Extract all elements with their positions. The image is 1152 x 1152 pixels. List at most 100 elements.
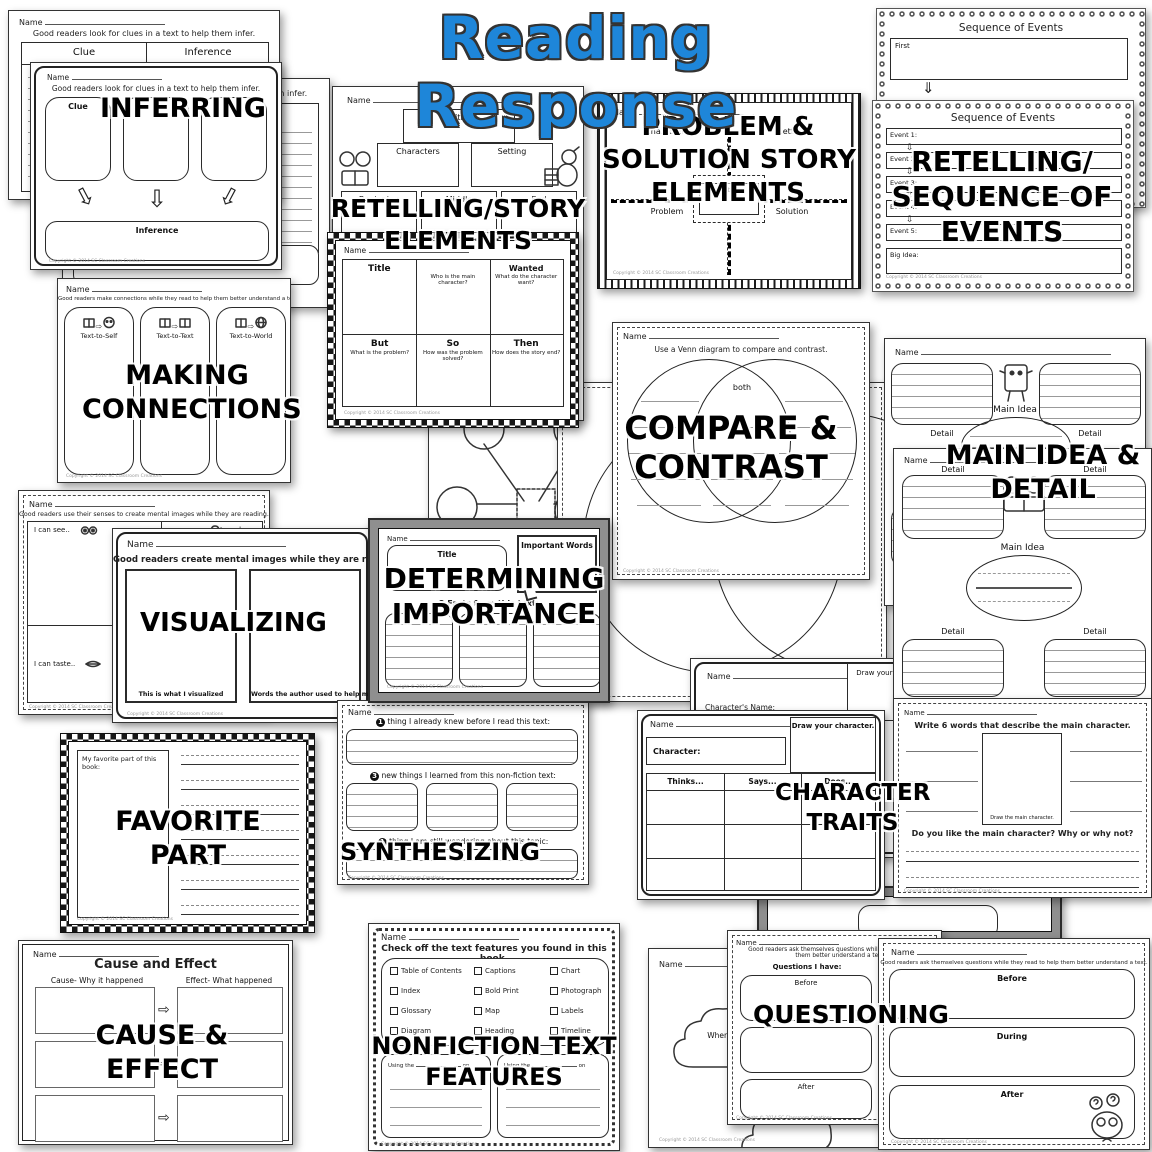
name-label: Name [895,348,919,357]
name-label: Name [47,73,70,82]
first-label: First [895,42,910,50]
questions-column-header: Questions I have: [772,963,842,971]
visualized-caption: This is what I visualized [138,691,224,698]
name-row: Name [348,707,455,717]
i-can-taste-label: I can taste.. [34,660,76,668]
name-row: Name [895,347,1112,357]
wanted-header: Wanted [508,264,544,273]
after-box: After [740,1079,872,1119]
label-line: Making [125,360,249,391]
thinks-header: Thinks... [667,777,704,786]
name-line [45,17,166,25]
name-label: Name [891,948,915,957]
using-the-box-1: Using the on [381,1054,491,1138]
fact-box-1 [385,613,453,687]
down-arrow-icon: ⇩ [147,185,168,213]
down-arrow-icon: ⇩ [69,179,101,215]
name-label: Name [707,672,731,681]
globe-icon [255,316,268,329]
name-label: Name [736,939,757,947]
text-to-world-label: Text-to-World [229,332,273,340]
label-line: Connections [82,394,302,425]
sequence-front-pane: Sequence of Events Event 1: ⇩ Event 2: ⇩… [882,110,1124,282]
label-line: Favorite [115,806,261,837]
learn-box-1 [346,783,418,831]
before-label: Before [997,974,1027,983]
setting-label: Setting [777,127,807,136]
feature-label: Diagram [401,1027,432,1035]
like-question: Do you like the main character? Why or w… [911,829,1134,838]
feature-item: Timeline [550,1027,591,1035]
copyright: Copyright © 2014 SC Classroom Creations [344,411,440,416]
name-row: Name [381,932,519,943]
title-box-label: Title [437,550,457,559]
book-icon [82,318,95,328]
detail-box-bottom-right [1044,639,1146,697]
name-line [649,331,780,339]
detail-caption-br: Detail [1083,627,1107,636]
feature-label: Captions [485,967,516,975]
caption: Use a Venn diagram to compare and contra… [654,345,828,354]
character-label: Character: [653,747,701,756]
using-the-row: Using the on [504,1061,586,1069]
text-to-self-column: ⇨ Text-to-Self [64,307,134,475]
detail-caption-tr: Detail [1078,429,1102,438]
name-line [926,707,1037,715]
after-label: After [1000,1090,1024,1099]
text-to-text-column: ⇨ Text-to-Text [140,307,210,475]
effect-box-1 [177,987,283,1034]
name-label: Name [127,540,154,550]
down-arrow-icon: ⇩ [213,179,245,215]
effect-box-2 [177,1041,283,1088]
first-box: First [890,38,1128,80]
does-header: Does... [824,777,854,786]
title-header: Title [367,264,391,274]
know-box [346,729,578,765]
label-making-connections: MakingConnections [82,360,302,430]
label-line: Features [425,1063,563,1091]
importance-pane: Name Title Important Words 3 Facts from … [378,528,600,693]
somebody-sub: Who is the main character? [430,274,476,286]
feature-label: Labels [561,1007,584,1015]
feature-item: Photograph [550,987,601,995]
event-3-label: Event 3: [890,179,918,187]
character-name-label: Character's Name: [705,703,776,712]
worksheet-main-idea-front: Name Detail Detail Main Idea Detail Deta… [893,448,1152,708]
copyright: Copyright © 2014 SC Classroom Creations [623,569,719,574]
blank-line [531,1061,577,1067]
name-row: Name [623,331,780,341]
caption: Good readers create mental images while … [113,555,372,565]
checkbox-icon [550,987,558,995]
draw-main-character-box: Draw the main character. [982,733,1062,825]
checkbox-icon [474,987,482,995]
feature-label: Chart [561,967,581,975]
label-line: Traits [806,810,899,836]
name-line [917,947,1028,955]
feature-item: Captions [474,967,516,975]
label-line: Visualizing [140,608,327,638]
kids-clipart [1003,476,1045,512]
name-row: Name [736,937,839,947]
checkbox-icon [474,1007,482,1015]
worksheet-somebody-wanted-but-so-then: Name Title Who is the main character? Wa… [327,232,579,428]
middle-box-label: Middle [445,195,473,204]
event-4-box: Event 4: [886,200,1122,217]
problem-label: Problem [650,207,684,216]
label-line: Solution Story [602,145,856,175]
copyright: Copyright © 2014 SC Classroom Creations [613,271,709,276]
partial-box [858,905,998,931]
after-box: After [889,1085,1135,1139]
label-problem-solution: Problem &Solution StoryElements [602,112,856,213]
text-to-world-column: ⇨ Text-to-World [216,307,286,475]
character-box: Character: [646,737,786,765]
label-line: Problem & [641,112,815,142]
name-label: Name [659,960,683,969]
clue-box-label: Clue [68,102,88,111]
cause-box-3 [35,1095,155,1142]
worksheet-venn-diagram: Name Use a Venn diagram to compare and c… [612,322,870,580]
name-row: Name [904,707,1037,717]
facts-heading: 3 Facts from this text: [438,599,540,608]
book-icon [234,318,247,328]
setting-box: Setting [471,143,553,187]
